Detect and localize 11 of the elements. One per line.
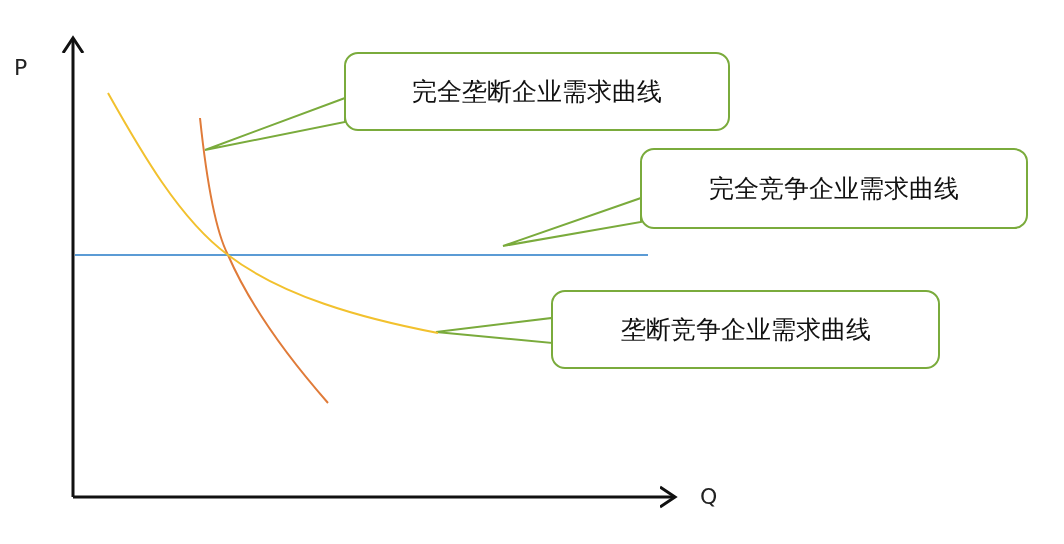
callout-box	[640, 148, 1028, 229]
axis-label: P	[14, 55, 28, 80]
axis-label: Q	[700, 484, 718, 509]
callout-pointer	[502, 196, 642, 247]
callout-box	[344, 52, 730, 131]
callout-pointer	[435, 316, 553, 345]
callout-pointer	[204, 96, 346, 151]
callout-text: 完全竞争企业需求曲线	[709, 173, 959, 205]
callout-box	[551, 290, 940, 369]
callout-text: 垄断竞争企业需求曲线	[620, 314, 871, 346]
callout-text: 完全垄断企业需求曲线	[412, 76, 662, 108]
